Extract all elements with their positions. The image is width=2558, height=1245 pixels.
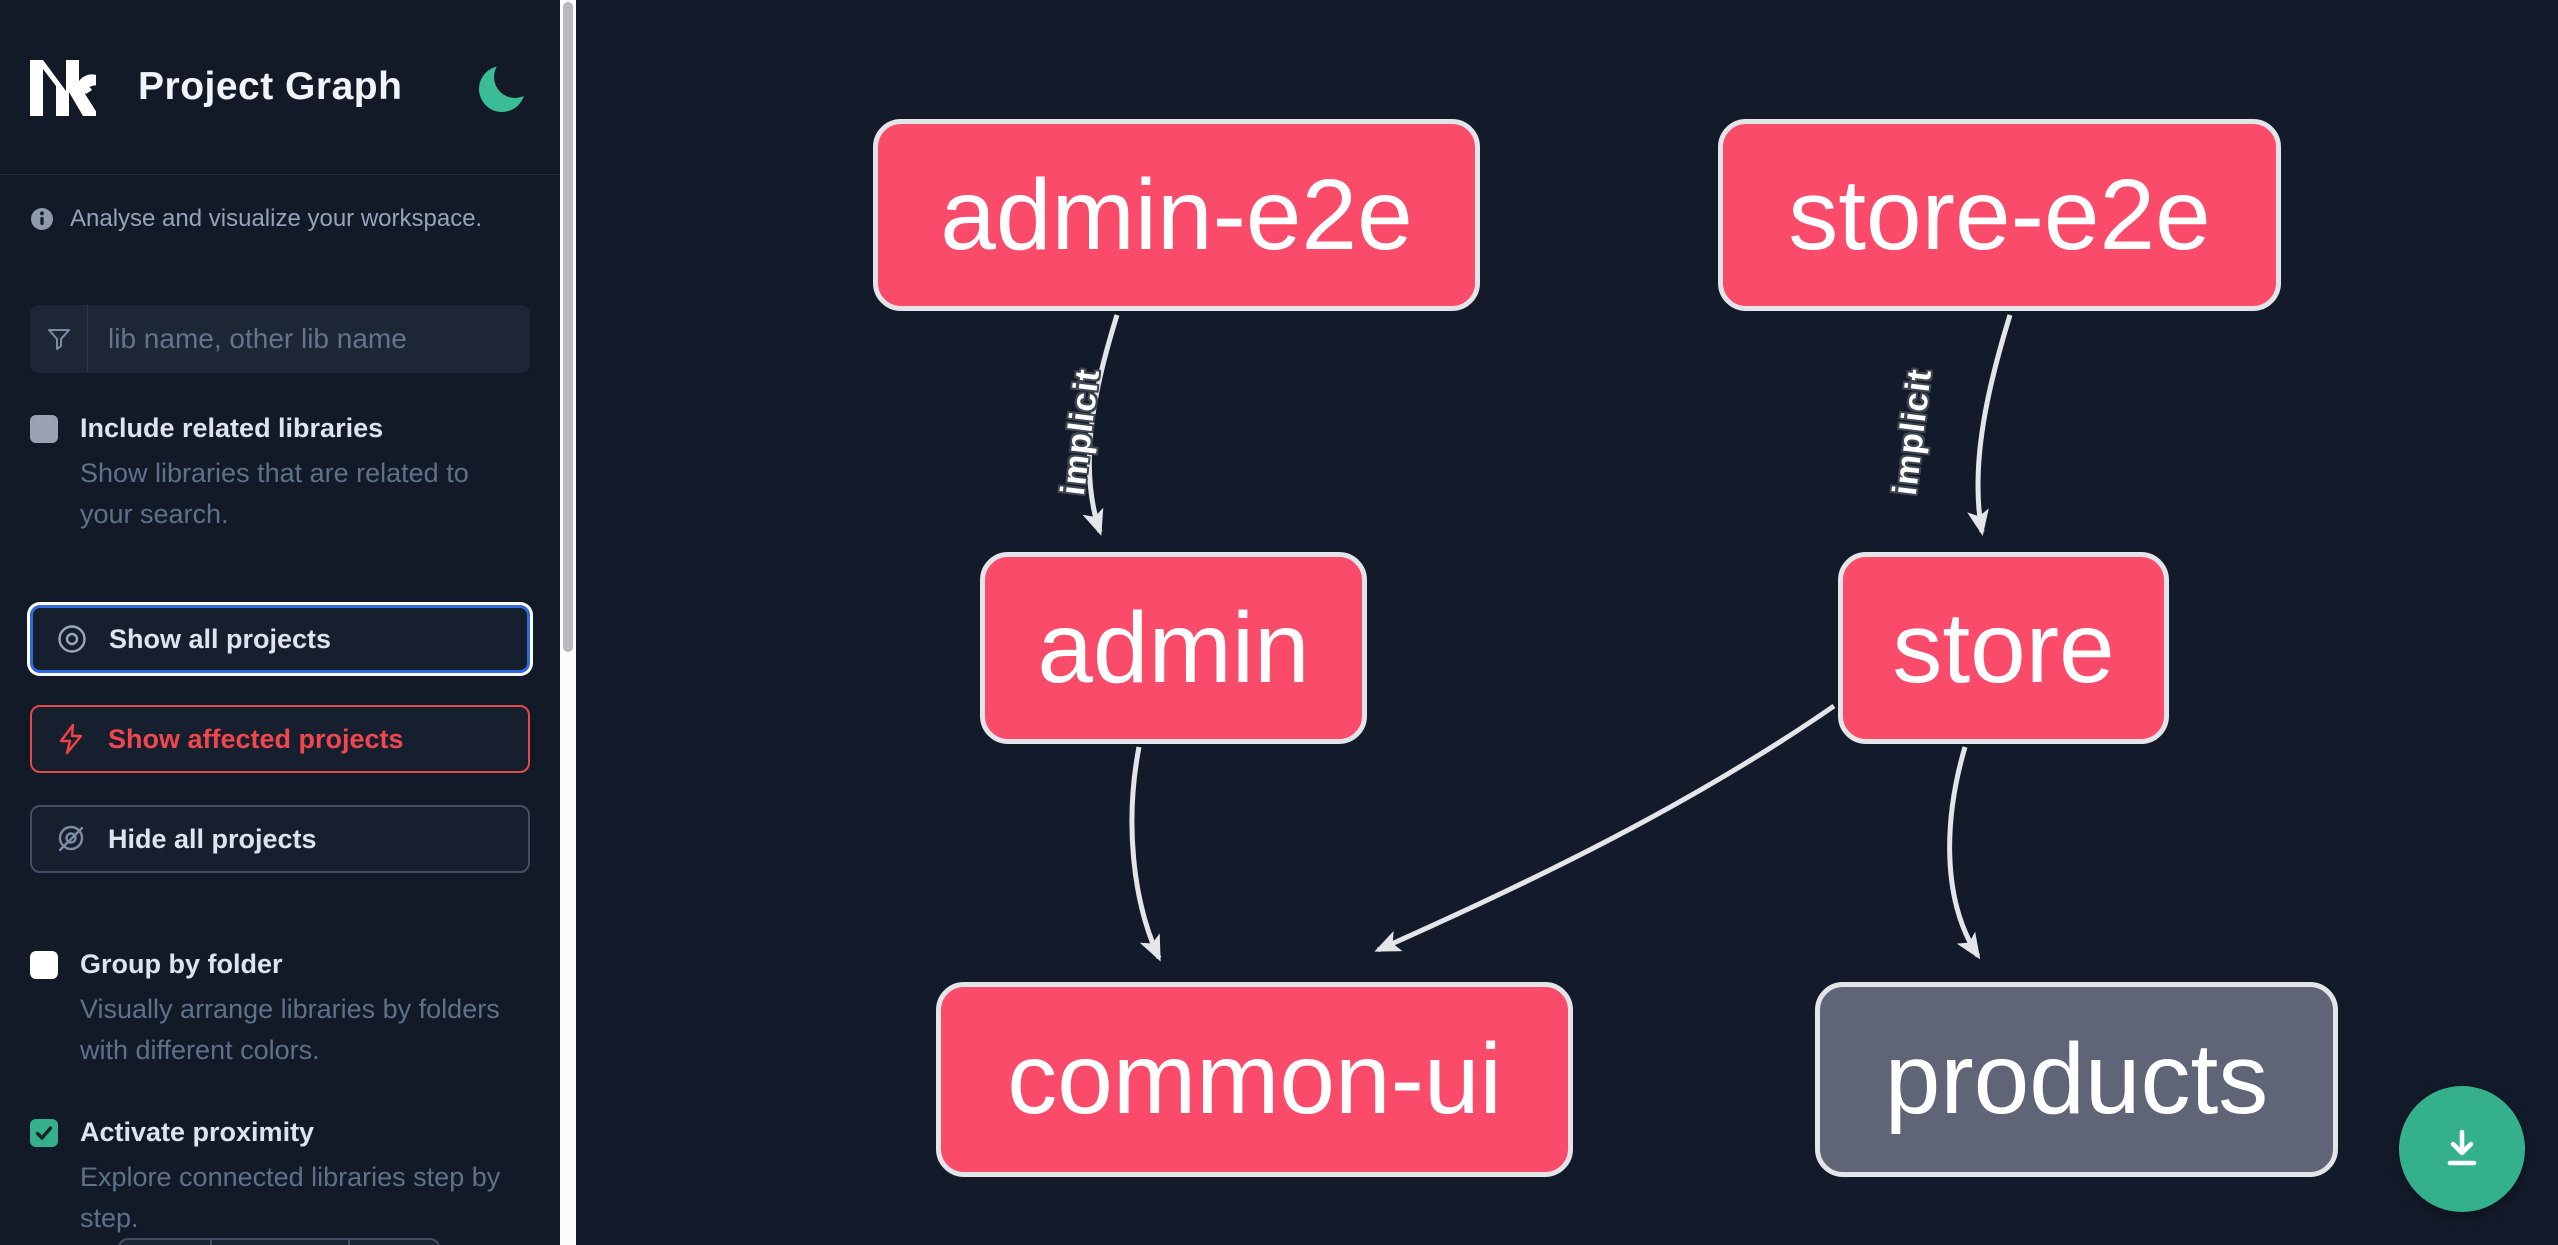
eye-off-icon (54, 823, 88, 855)
edge-admin-to-common-ui[interactable] (1129, 746, 1162, 962)
graph-node-products[interactable]: products (1815, 982, 2338, 1177)
search-input[interactable] (88, 305, 530, 373)
project-visibility-buttons: Show all projects Show affected projects (30, 605, 530, 873)
filter-icon (30, 305, 88, 373)
download-graph-button[interactable] (2399, 1086, 2525, 1212)
button-label: Hide all projects (108, 823, 317, 854)
proximity-depth-control[interactable] (118, 1238, 440, 1245)
tagline-text: Analyse and visualize your workspace. (70, 205, 483, 232)
button-label: Show all projects (109, 623, 332, 654)
edge-admin-e2e-to-admin[interactable] (1082, 314, 1120, 536)
graph-node-admin-e2e[interactable]: admin-e2e (873, 119, 1480, 311)
tagline-row: Analyse and visualize your workspace. (30, 205, 530, 233)
graph-node-store-e2e[interactable]: store-e2e (1718, 119, 2281, 311)
hide-all-projects-button[interactable]: Hide all projects (30, 805, 530, 873)
checkbox-label[interactable]: Include related libraries (80, 413, 384, 443)
graph-canvas[interactable]: admin-e2e store-e2e admin store common-ui pro… (576, 0, 2558, 1245)
bolt-icon (54, 723, 88, 755)
checkbox-label[interactable]: Group by folder (80, 949, 283, 979)
checkbox-activate-proximity: Activate proximity Explore connected lib… (30, 1117, 530, 1239)
checkbox-group-by-folder-box[interactable] (30, 951, 58, 979)
sidebar-scrollbar-thumb[interactable] (563, 2, 573, 652)
show-affected-projects-button[interactable]: Show affected projects (30, 705, 530, 773)
checkbox-activate-proximity-box[interactable] (30, 1119, 58, 1147)
nx-logo-icon (28, 58, 106, 116)
sidebar-body: Analyse and visualize your workspace. In… (0, 205, 560, 1239)
eye-icon (55, 623, 89, 655)
sidebar-header: Project Graph (0, 0, 560, 175)
theme-toggle-moon-icon[interactable] (476, 59, 532, 115)
checkbox-include-related-box[interactable] (30, 415, 58, 443)
checkbox-include-related: Include related libraries Show libraries… (30, 413, 530, 535)
graph-node-common-ui[interactable]: common-ui (936, 982, 1573, 1177)
info-icon (30, 207, 54, 231)
graph-node-admin[interactable]: admin (980, 552, 1367, 744)
edge-store-e2e-to-store[interactable] (1967, 314, 2013, 536)
checkbox-description: Explore connected libraries step by step… (80, 1162, 501, 1233)
show-all-projects-button[interactable]: Show all projects (30, 605, 530, 673)
search-box (30, 305, 530, 373)
edge-store-to-products[interactable] (1947, 746, 1981, 960)
checkbox-label[interactable]: Activate proximity (80, 1117, 315, 1147)
page-title: Project Graph (138, 65, 403, 108)
graph-node-store[interactable]: store (1838, 552, 2169, 744)
checkbox-group-by-folder: Group by folder Visually arrange librari… (30, 949, 530, 1071)
checkbox-description: Show libraries that are related to your … (80, 458, 469, 529)
button-label: Show affected projects (108, 723, 404, 754)
edge-store-to-common-ui[interactable] (1374, 703, 1836, 953)
sidebar-scrollbar[interactable] (560, 0, 576, 1245)
download-icon (2436, 1122, 2488, 1177)
sidebar: Project Graph Analyse and visualize your (0, 0, 560, 1245)
checkbox-description: Visually arrange libraries by folders wi… (80, 994, 500, 1065)
